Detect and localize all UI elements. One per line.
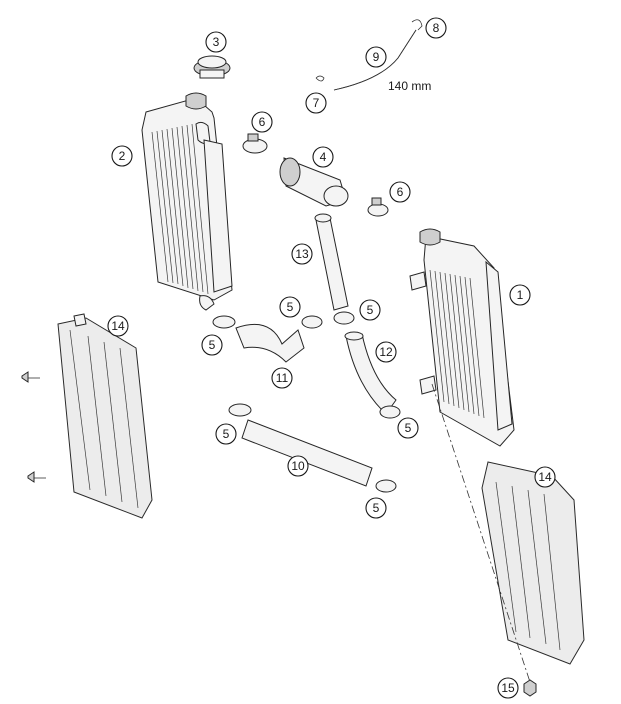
bolt-upper <box>21 371 40 383</box>
callout-5c: 5 <box>359 299 381 321</box>
callout-4: 4 <box>312 146 334 168</box>
radiator-right <box>409 228 515 447</box>
svg-text:12: 12 <box>379 345 393 359</box>
svg-text:5: 5 <box>223 427 230 441</box>
callout-5f: 5 <box>365 497 387 519</box>
alignment-line <box>431 383 531 683</box>
callout-11: 11 <box>271 367 293 389</box>
bolt-lower <box>27 471 46 483</box>
hose-clamp-6b <box>367 197 389 217</box>
svg-text:5: 5 <box>209 338 216 352</box>
callout-7: 7 <box>305 92 327 114</box>
svg-text:7: 7 <box>313 96 320 110</box>
hose-13 <box>314 213 349 311</box>
callout-5a: 5 <box>201 334 223 356</box>
svg-text:8: 8 <box>433 21 440 35</box>
small-hose <box>315 19 423 91</box>
svg-text:9: 9 <box>373 50 380 64</box>
callout-9: 9 <box>365 46 387 68</box>
hose-clamp-5f <box>375 479 397 493</box>
callout-13: 13 <box>291 243 313 265</box>
callout-10: 10 <box>287 455 309 477</box>
hose-clamp-5e <box>379 405 401 419</box>
radiator-louver-left <box>57 313 153 519</box>
hose-clamp-5a <box>212 315 236 329</box>
callout-1: 1 <box>509 284 531 306</box>
hose-11 <box>235 324 305 363</box>
hose-clamp-5b <box>301 315 323 329</box>
radiator-left <box>141 92 233 311</box>
callout-14a: 14 <box>107 315 129 337</box>
svg-text:1: 1 <box>517 288 524 302</box>
callout-12: 12 <box>375 341 397 363</box>
callout-6a: 6 <box>251 111 273 133</box>
svg-text:10: 10 <box>291 459 305 473</box>
mounting-nut <box>523 679 537 697</box>
svg-text:15: 15 <box>501 681 515 695</box>
hose-clamp-5d <box>228 403 252 417</box>
callout-5d: 5 <box>215 423 237 445</box>
dimension-label-140mm: 140 mm <box>388 79 431 93</box>
radiator-cap <box>193 55 231 79</box>
callout-15: 15 <box>497 677 519 699</box>
svg-text:13: 13 <box>295 247 309 261</box>
svg-text:6: 6 <box>259 115 266 129</box>
callout-5e: 5 <box>397 417 419 439</box>
callout-5b: 5 <box>279 296 301 318</box>
svg-text:5: 5 <box>405 421 412 435</box>
svg-text:5: 5 <box>367 303 374 317</box>
svg-text:6: 6 <box>397 185 404 199</box>
callout-14b: 14 <box>534 466 556 488</box>
hose-clamp-5c <box>333 311 355 325</box>
svg-text:2: 2 <box>119 149 126 163</box>
hose-10 <box>241 419 373 487</box>
svg-text:5: 5 <box>373 501 380 515</box>
svg-text:11: 11 <box>276 371 289 385</box>
svg-text:5: 5 <box>287 300 294 314</box>
svg-text:14: 14 <box>538 470 552 484</box>
callout-8: 8 <box>425 17 447 39</box>
svg-text:4: 4 <box>320 150 327 164</box>
hose-clamp-6a <box>242 133 268 154</box>
svg-text:14: 14 <box>111 319 125 333</box>
callout-6b: 6 <box>389 181 411 203</box>
callout-2: 2 <box>111 145 133 167</box>
radiator-louver-right <box>481 461 585 665</box>
svg-text:3: 3 <box>213 35 220 49</box>
thermostat-housing <box>279 157 349 207</box>
callout-3: 3 <box>205 31 227 53</box>
